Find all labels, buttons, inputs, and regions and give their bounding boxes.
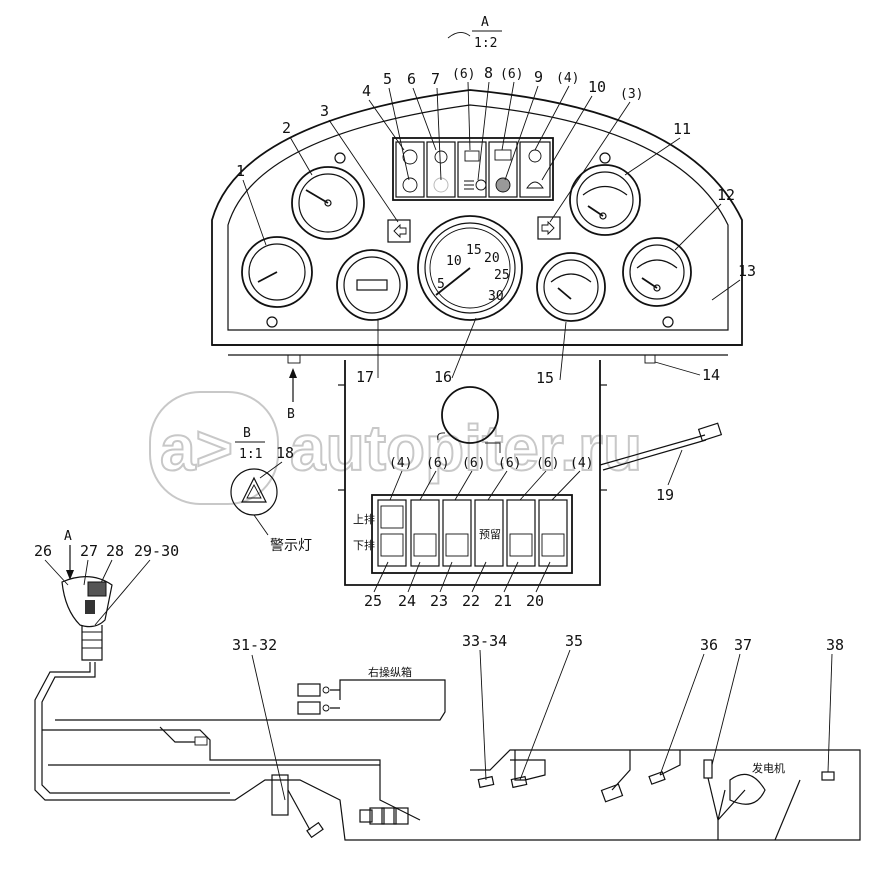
watermark-text: autopiter.ru	[290, 412, 642, 484]
view-b-arrow: B	[287, 354, 301, 422]
qty-switch-6: (4)	[570, 456, 593, 471]
switch-24	[410, 499, 440, 567]
reserved-label: 预留	[479, 528, 501, 541]
switch-21	[506, 499, 536, 567]
left-turn-indicator	[387, 219, 411, 243]
callout-6: 6	[407, 70, 416, 88]
gauge-2	[291, 166, 365, 240]
callout-22: 22	[462, 592, 480, 610]
watermark-logo-frame	[149, 391, 279, 505]
callout-38: 38	[826, 636, 844, 654]
qty-switch-4: (6)	[498, 456, 521, 471]
gauge-11	[569, 164, 641, 236]
view-a-letter: A	[481, 15, 489, 30]
view-b-arrow-letter: B	[287, 407, 295, 422]
switch-panel: 预留 上排 下排 (4) (6) (6) (6) (6) (4) 25 24 2…	[338, 360, 607, 610]
callout-36: 36	[700, 636, 718, 654]
callout-19: 19	[656, 486, 674, 504]
callout-21: 21	[494, 592, 512, 610]
view-a-label: A 1:2	[447, 15, 502, 51]
indicator-panel	[392, 137, 554, 201]
wiring-harness: 右操纵箱 31-32 发电机 33-34 35 36 37	[34, 632, 861, 841]
view-b-detail: B 1:1 18 警示灯	[230, 426, 312, 554]
qty-top-3: (4)	[556, 71, 579, 86]
callout-29-30: 29-30	[134, 542, 179, 560]
callout-20: 20	[526, 592, 544, 610]
callout-17: 17	[356, 368, 374, 386]
qty-top-2: (6)	[500, 67, 523, 82]
hour-meter	[336, 249, 408, 321]
speed-tick-20: 20	[484, 251, 500, 266]
callout-35: 35	[565, 632, 583, 650]
callout-13: 13	[738, 262, 756, 280]
qty-switch-1: (4)	[389, 456, 412, 471]
lower-row-label: 下排	[353, 538, 375, 552]
lever-19: 19	[599, 422, 723, 504]
speedometer: 5 10 15 20 25 30	[417, 215, 523, 321]
callout-11: 11	[673, 120, 691, 138]
callout-15: 15	[536, 369, 554, 387]
qty-switch-2: (6)	[426, 456, 449, 471]
qty-top-1: (6)	[452, 67, 475, 82]
gauge-15	[536, 252, 606, 322]
callout-9: 9	[534, 68, 543, 86]
right-turn-indicator	[537, 216, 561, 240]
view-b-scale: 1:1	[239, 447, 262, 462]
callout-25: 25	[364, 592, 382, 610]
view-a-scale: 1:2	[474, 36, 497, 51]
watermark: a> autopiter.ru	[149, 391, 643, 505]
joystick-assembly: A 26 27 28 29-30	[34, 529, 179, 661]
callout-8: 8	[484, 64, 493, 82]
callout-18: 18	[276, 444, 294, 462]
qty-switch-5: (6)	[536, 456, 559, 471]
gauge-1	[241, 236, 313, 308]
callout-1: 1	[236, 162, 245, 180]
qty-top-4: (3)	[620, 87, 643, 102]
upper-row-label: 上排	[353, 512, 375, 526]
watermark-logo: a>	[160, 412, 233, 484]
right-box-label: 右操纵箱	[368, 665, 412, 679]
callout-12: 12	[717, 186, 735, 204]
callout-33-34: 33-34	[462, 632, 507, 650]
callout-16: 16	[434, 368, 452, 386]
callout-28: 28	[106, 542, 124, 560]
speed-tick-10: 10	[446, 254, 462, 269]
switch-25	[377, 499, 407, 567]
top-callouts: 1 2 3 4 5 6 7 (6) 8 (6) 9 (4) 10 (3) 11 …	[236, 64, 756, 387]
callout-10: 10	[588, 78, 606, 96]
gauge-12	[622, 237, 692, 307]
switch-23	[442, 499, 472, 567]
callout-26: 26	[34, 542, 52, 560]
speed-tick-25: 25	[494, 268, 510, 283]
warning-light-label: 警示灯	[270, 538, 312, 554]
callout-3: 3	[320, 102, 329, 120]
callout-7: 7	[431, 70, 440, 88]
callout-14: 14	[702, 366, 720, 384]
callout-31-32: 31-32	[232, 636, 277, 654]
callout-5: 5	[383, 70, 392, 88]
speed-tick-15: 15	[466, 243, 482, 258]
view-a-arrow-letter: A	[64, 529, 72, 544]
view-b-letter: B	[243, 426, 251, 441]
generator-label: 发电机	[752, 761, 785, 775]
speed-tick-5: 5	[437, 277, 445, 292]
callout-2: 2	[282, 119, 291, 137]
speed-tick-30: 30	[488, 289, 504, 304]
callout-24: 24	[398, 592, 416, 610]
callout-37: 37	[734, 636, 752, 654]
callout-23: 23	[430, 592, 448, 610]
callout-4: 4	[362, 82, 371, 100]
callout-27: 27	[80, 542, 98, 560]
switch-22: 预留	[474, 499, 504, 567]
instrument-cluster: 5 10 15 20 25 30	[211, 89, 743, 356]
switch-20	[538, 499, 568, 567]
qty-switch-3: (6)	[462, 456, 485, 471]
